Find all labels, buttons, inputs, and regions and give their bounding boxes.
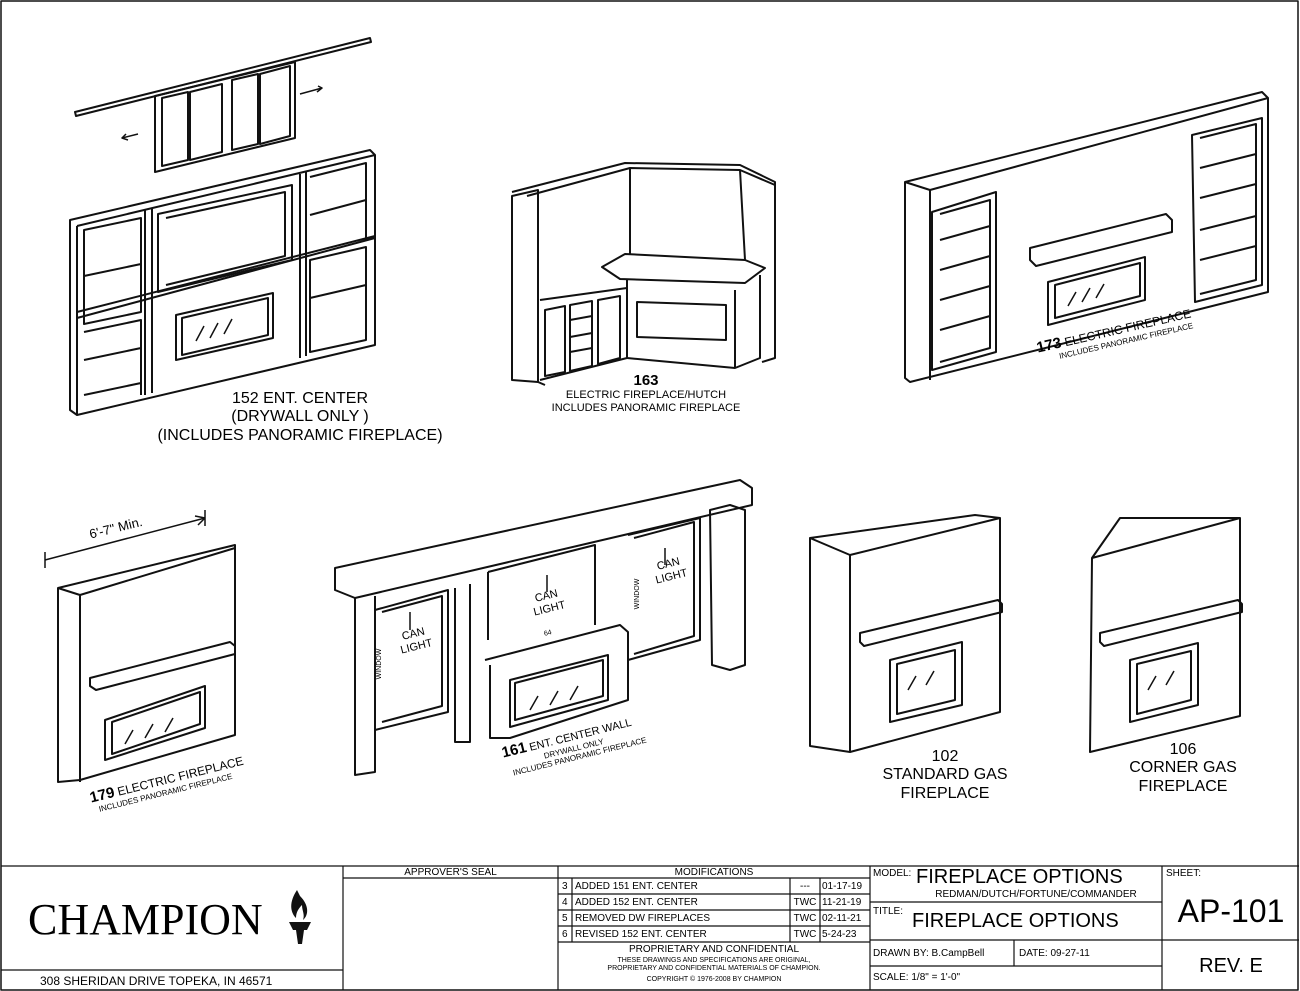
modifications-header: MODIFICATIONS [674, 867, 754, 878]
champion-flame-icon [289, 890, 311, 944]
caption-163-line2: INCLUDES PANORAMIC FIREPLACE [551, 401, 741, 414]
unit-161-drawing [334, 479, 753, 776]
caption-152-line3: (INCLUDES PANORAMIC FIREPLACE) [157, 426, 443, 444]
model-sub: REDMAN/DUTCH/FORTUNE/COMMANDER [935, 889, 1137, 900]
title-block-grid [1, 865, 1299, 990]
drawing-date: DATE: 09-27-11 [1019, 948, 1090, 959]
mod-row-date: 11-21-19 [822, 897, 862, 908]
model-label: MODEL: [873, 868, 912, 879]
window-label-right: WINDOW [633, 578, 641, 610]
sheet-number: AP-101 [1177, 893, 1285, 929]
caption-152-line2: (DRYWALL ONLY ) [231, 408, 369, 426]
unit-152-drawing [69, 37, 376, 416]
mod-row-desc: REMOVED DW FIREPLACES [575, 913, 711, 924]
caption-106-line1: CORNER GAS [1129, 759, 1237, 777]
caption-102-line1: STANDARD GAS [882, 766, 1008, 784]
mod-row-no: 4 [562, 897, 568, 908]
sheet-label: SHEET: [1166, 868, 1202, 879]
title-value: FIREPLACE OPTIONS [912, 910, 1119, 932]
mod-row-no: 5 [562, 913, 568, 924]
mod-row-no: 6 [562, 929, 568, 940]
mod-row-date: 02-11-21 [822, 913, 862, 924]
proprietary-line2: PROPRIETARY AND CONFIDENTIAL MATERIALS O… [607, 965, 821, 972]
drawn-by: DRAWN BY: B.CampBell [873, 948, 985, 959]
caption-102: 102 STANDARD GAS FIREPLACE [860, 748, 1030, 803]
unit-163-drawing [511, 162, 776, 386]
title-label: TITLE: [873, 906, 904, 917]
caption-152-line1: 152 ENT. CENTER [231, 390, 369, 407]
unit-179-drawing [44, 510, 236, 783]
mod-row-desc: REVISED 152 ENT. CENTER [575, 929, 707, 940]
caption-163-num: 163 [633, 372, 659, 389]
company-address: 308 SHERIDAN DRIVE TOPEKA, IN 46571 [40, 974, 273, 988]
unit-102-drawing [809, 514, 1003, 753]
caption-102-line2: FIREPLACE [900, 784, 990, 802]
mod-row-by: TWC [793, 913, 817, 924]
company-logo: CHAMPION [28, 895, 263, 944]
caption-163: 163 ELECTRIC FIREPLACE/HUTCH INCLUDES PA… [540, 372, 752, 415]
caption-102-num: 102 [931, 748, 959, 765]
proprietary-title: PROPRIETARY AND CONFIDENTIAL [628, 944, 800, 955]
caption-106-line2: FIREPLACE [1138, 777, 1228, 795]
mod-row-date: 5-24-23 [822, 929, 857, 940]
caption-152: 152 ENT. CENTER (DRYWALL ONLY ) (INCLUDE… [140, 390, 460, 445]
unit-106-drawing [1089, 517, 1243, 753]
revision: REV. E [1199, 955, 1263, 977]
proprietary-line1: THESE DRAWINGS AND SPECIFICATIONS ARE OR… [617, 957, 811, 964]
approvers-seal-label: APPROVER'S SEAL [404, 867, 497, 878]
caption-163-line1: ELECTRIC FIREPLACE/HUTCH [565, 389, 727, 402]
model-value: FIREPLACE OPTIONS [916, 866, 1123, 888]
mod-row-by: --- [800, 881, 810, 892]
caption-106: 106 CORNER GAS FIREPLACE [1098, 741, 1268, 796]
mod-row-date: 01-17-19 [822, 881, 863, 892]
mod-row-desc: ADDED 152 ENT. CENTER [575, 897, 698, 908]
mod-row-by: TWC [793, 897, 817, 908]
unit-173-drawing [904, 91, 1269, 383]
mod-row-by: TWC [793, 929, 817, 940]
mod-row-no: 3 [562, 881, 568, 892]
copyright: COPYRIGHT © 1976-2008 BY CHAMPION [646, 976, 782, 983]
window-label-left: WINDOW [375, 648, 383, 680]
mod-row-desc: ADDED 151 ENT. CENTER [575, 881, 698, 892]
caption-106-num: 106 [1169, 741, 1197, 758]
drawing-scale: SCALE: 1/8" = 1'-0" [873, 972, 961, 983]
